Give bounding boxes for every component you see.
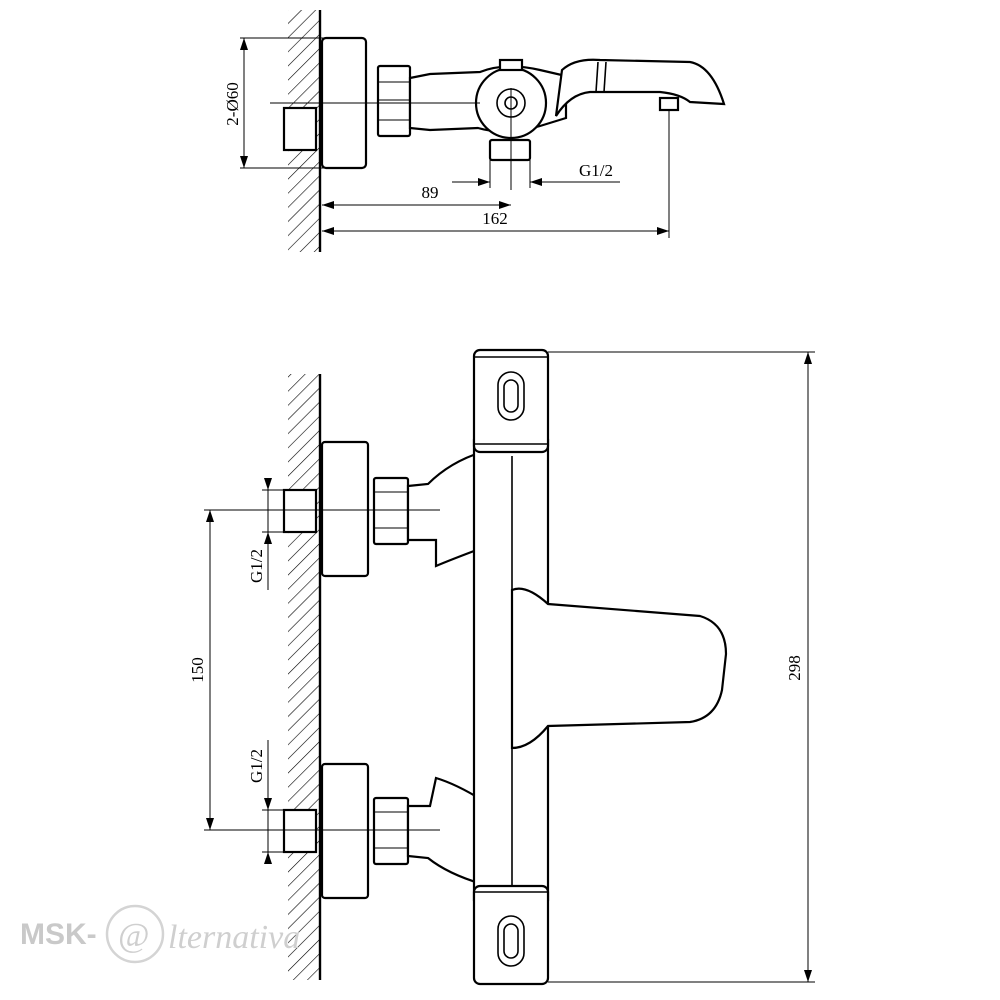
top-aerator	[658, 96, 680, 112]
top-handle-slot	[497, 371, 525, 421]
upper-hex-nut	[372, 476, 410, 546]
watermark-at-ring	[105, 904, 165, 964]
upper-pipe-stub	[282, 488, 318, 534]
watermark-at: @	[118, 917, 149, 954]
top-hex-nut	[376, 64, 412, 138]
dim-offset: 89	[422, 183, 439, 202]
top-spout	[554, 58, 726, 117]
top-knob-tab	[498, 58, 524, 72]
dim-centers: 150	[188, 657, 207, 683]
front-spout	[510, 587, 728, 750]
lower-flange	[320, 762, 370, 900]
watermark-suffix: lternativa	[168, 919, 300, 956]
lower-pipe-stub	[282, 808, 318, 854]
bottom-handle-slot	[497, 915, 525, 967]
top-pipe-stub	[282, 106, 318, 152]
dim-thread-lower: G1/2	[247, 749, 266, 783]
front-view: 150 G1/2 G1/2 298	[188, 348, 815, 986]
dim-thread-top: G1/2	[579, 161, 613, 180]
bottom-handle	[472, 884, 550, 986]
top-outlet-nub	[488, 138, 532, 162]
watermark-logo: MSK- @ lternativa	[20, 904, 300, 964]
upper-flange	[320, 440, 370, 578]
top-view: 2-Ø60 89 G1/2 162	[223, 10, 726, 252]
lower-connector-arm	[406, 776, 484, 886]
watermark-prefix: MSK-	[20, 918, 97, 951]
lower-hex-nut	[372, 796, 410, 866]
dim-thread-upper: G1/2	[247, 549, 266, 583]
front-wall-hatch	[288, 374, 320, 980]
top-handle	[472, 348, 550, 454]
dim-diameter: 2-Ø60	[223, 82, 242, 125]
dim-reach: 162	[482, 209, 508, 228]
upper-connector-arm	[406, 450, 484, 568]
dim-height: 298	[785, 655, 804, 681]
